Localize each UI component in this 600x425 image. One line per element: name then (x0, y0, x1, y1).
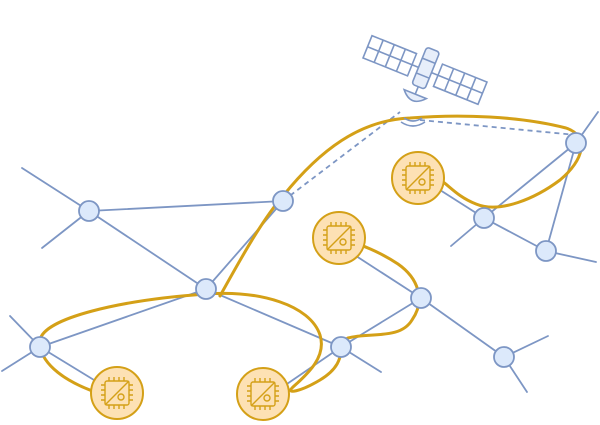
satellite-uplink-right (419, 119, 577, 136)
satellite-uplink-left (282, 111, 401, 202)
network-node (78, 200, 100, 222)
satellite-dish (402, 88, 429, 103)
iot-chip-icon (236, 367, 290, 421)
network-node (473, 207, 495, 229)
network-node (29, 336, 51, 358)
iot-chip-icon (312, 211, 366, 265)
signal-icon (400, 117, 426, 127)
edge (205, 288, 342, 348)
network-node (535, 240, 557, 262)
network-node (410, 287, 432, 309)
iot-devices (90, 151, 445, 421)
network-node (195, 278, 217, 300)
edge (545, 142, 577, 252)
edge (352, 253, 422, 299)
edge (340, 297, 422, 348)
network-node (330, 336, 352, 358)
edge (39, 288, 207, 348)
satellite-icon (361, 34, 489, 106)
edge (21, 167, 90, 212)
edge (420, 297, 505, 358)
edge (88, 200, 284, 212)
solar-panel-left (361, 34, 419, 77)
network-node (493, 346, 515, 368)
satellite-links (282, 111, 577, 202)
iot-chip-icon (391, 151, 445, 205)
network-node (565, 132, 587, 154)
network-nodes (29, 132, 587, 368)
edge (205, 200, 284, 290)
network-node (272, 190, 294, 212)
solar-panel-right (431, 63, 489, 106)
iot-chip-icon (90, 366, 144, 420)
edge (483, 217, 547, 252)
edge (88, 210, 207, 290)
